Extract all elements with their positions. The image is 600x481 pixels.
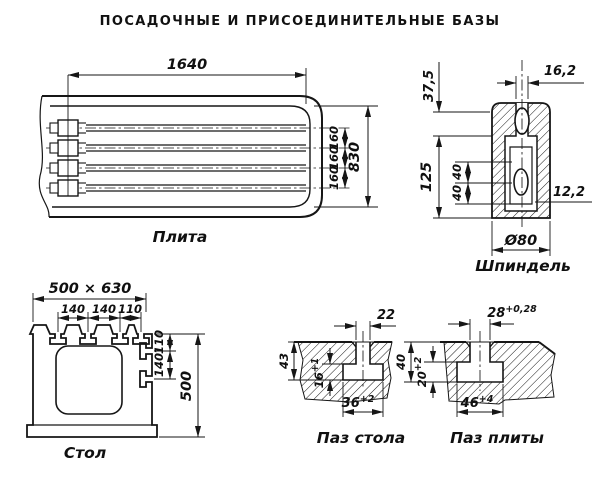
plate-slot-dim-3: 160 [327,166,341,190]
plate-label: Плита [153,228,208,246]
spindle-label: Шпиндель [475,257,571,275]
plate-slot-dim-bottom: 46+4 [456,384,504,417]
spindle-seg-b-dim: 40 [450,185,464,202]
plate-slot-bottom-dim: 46+4 [460,394,494,411]
spindle-dim-segments: 40 40 [450,161,512,205]
plate-dim-length: 1640 [67,57,307,196]
spindle-length-dim: 125 [419,162,435,192]
table-dim-height: 500 [159,333,205,438]
table-slot-depth-dim: 43 [277,353,291,370]
spindle-seg-a-dim: 40 [450,164,464,181]
table-plan-dim: 500 × 630 [49,281,132,297]
table-dim-side-spacing: 110 140 [152,330,205,380]
table-slot-dim-depth: 43 [277,341,345,381]
table-slot-dim-neck: 22 [334,308,396,340]
table-dim-plan: 500 × 630 [32,281,147,322]
plate-slot-dim-2: 160 [327,146,341,170]
table-slot-dim-inner: 16+1 [310,348,345,396]
spindle-dim-top-offset: 37,5 [422,62,492,137]
table-top-dim-2: 140 [92,302,116,316]
spindle-bore-fill [505,103,537,211]
table-outline [26,324,158,438]
table-slot-dim-bottom: 36+2 [342,382,384,417]
spindle-dim-length: 125 [419,135,492,219]
plate-slot-outline [456,342,504,383]
table-side-dim-1: 110 [152,330,166,354]
plate-slot-dim-1: 160 [327,126,341,150]
spindle-top-width-dim: 16,2 [544,64,576,79]
plate-dim-height: 830 [314,105,378,208]
table-slot-neck-dim: 22 [377,308,395,323]
plate-slot-block [443,341,556,405]
table-slot-section: 22 43 16+1 36+2 Паз стола [277,308,405,447]
spindle-dim-diameter: Ø80 [491,221,551,256]
spindle-dim-top-width: 16,2 [497,64,584,99]
table-slot-inner-dim: 16+1 [310,358,326,389]
plate-outline [38,95,323,218]
spindle-diameter-dim: Ø80 [504,233,538,249]
plate-slot-depth-dim: 40 [394,354,408,371]
table-cavity [55,345,123,415]
table-slot-label: Паз стола [317,429,405,447]
plate-slot-dim-neck: 28+0,28 [448,304,537,340]
spindle-bore-outline [504,103,538,212]
spindle-lower-hole [513,168,529,196]
table-side-dim-2: 140 [152,353,166,377]
page-title: ПОСАДОЧНЫЕ И ПРИСОЕДИНИТЕЛЬНЫЕ БАЗЫ [99,14,501,29]
table-view: 500 × 630 140 140 110 110 [26,281,205,462]
plate-height-dim: 830 [347,142,363,172]
table-slot-bottom-dim: 36+2 [342,394,375,411]
spindle-view: 16,2 37,5 125 40 40 [419,60,592,275]
plate-slot-label: Паз плиты [450,429,544,447]
table-dim-top-spacing: 140 140 110 [57,302,142,332]
plate-slot-neck-dim: 28+0,28 [487,304,537,321]
table-top-dim-1: 140 [61,302,85,316]
plate-length-dim: 1640 [167,57,207,73]
plate-slots [46,119,350,197]
plate-break-line [38,95,50,218]
plate-slot-inner-dim: 20+2 [413,356,429,387]
plate-slot-dim-inner: 20+2 [413,346,457,398]
spindle-top-offset-dim: 37,5 [422,70,437,102]
spindle-inner-bore [509,146,533,205]
table-top-dim-3: 110 [118,302,142,316]
table-label: Стол [64,444,106,462]
plate-slot-section: 28+0,28 40 20+2 46+4 Паз плиты [394,304,556,447]
spindle-dim-slot-width: 12,2 [535,185,592,203]
plate-dim-slot-spacing: 160 160 160 [327,126,349,190]
table-height-dim: 500 [179,371,195,401]
spindle-slot-width-dim: 12,2 [553,185,585,200]
plate-view: 1640 830 160 160 160 Плита [38,57,378,246]
